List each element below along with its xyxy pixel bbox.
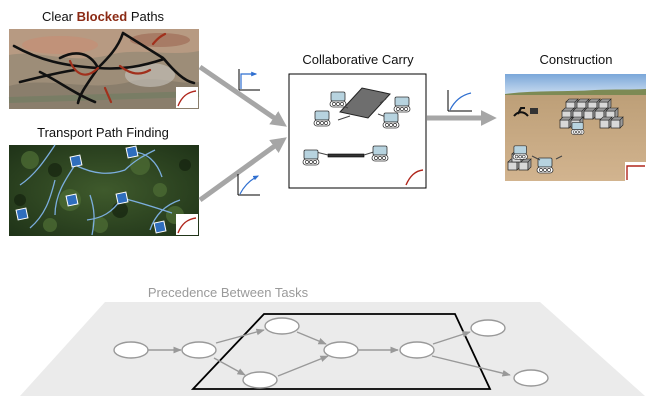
growth-curve-icon [176,87,198,108]
current-task-frame [190,313,492,390]
waypoint-icon [115,191,129,205]
blocked-emphasis: Blocked [77,9,128,24]
growth-curve-icon [447,90,472,112]
waypoint-icon [125,145,139,159]
task-node [264,317,300,335]
growth-curve-icon [176,214,198,235]
precedence-graph [113,317,549,389]
robot-icon [313,110,331,127]
carry-panel [288,73,427,189]
clear-paths-image [8,29,200,109]
transport-image [9,144,199,236]
plank-icon [339,87,391,119]
robot-icon [329,91,347,108]
task-node [513,369,549,387]
flow-arrow-transport-to-carry [198,137,287,203]
growth-curve-icon [237,174,260,196]
growth-curve-icon [238,69,260,91]
clear-paths-title: Clear Blocked Paths [42,9,165,24]
waypoint-markers [15,145,167,234]
task-node [399,341,435,359]
flow-arrow-clear-to-carry [198,64,287,127]
carry-title: Collaborative Carry [302,52,414,67]
robot-icon [371,145,389,162]
task-node [470,319,506,337]
precedence-edge [296,331,327,345]
waypoint-icon [65,193,79,207]
precedence-edge [277,355,329,377]
waypoint-icon [69,154,83,168]
task-node [113,341,149,359]
transport-route-lines [19,144,181,236]
waypoint-icon [15,207,29,221]
robot-icon [382,112,400,129]
robot-icon [302,149,320,166]
precedence-edge [431,355,511,377]
blocked-path-segments [68,32,167,104]
precedence-edge [215,328,265,344]
rod-icon [327,153,365,158]
transport-title: Transport Path Finding [37,125,169,140]
precedence-edge [213,357,246,376]
task-node [323,341,359,359]
precedence-edge [432,331,471,345]
robot-icon [570,122,585,135]
waypoint-icon [153,220,167,234]
growth-curve-icon [625,162,646,181]
task-node [242,371,278,389]
task-node [181,341,217,359]
construction-title: Construction [540,52,613,67]
robot-icon [393,96,411,113]
robot-icon [512,145,528,160]
construction-image [505,74,646,181]
precedence-title: Precedence Between Tasks [148,285,309,300]
